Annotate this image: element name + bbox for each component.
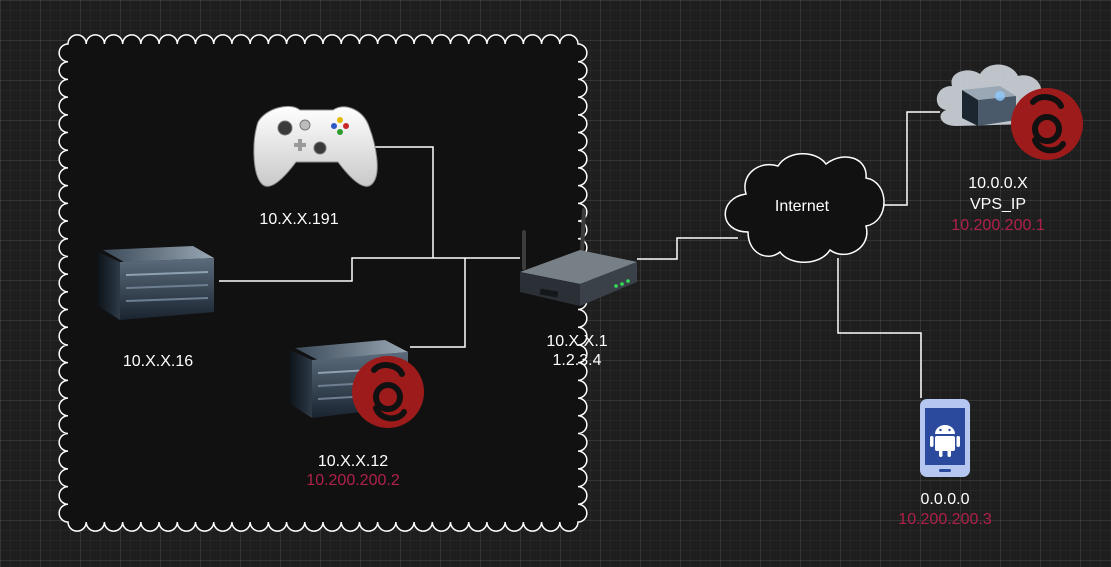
vps-vpn-ip-label: 10.200.200.1 [951,217,1045,234]
game-controller-icon [253,106,378,187]
android-phone-icon [920,399,970,477]
router-lan-ip-label: 10.X.X.1 [546,333,608,350]
vps-ip-label: 10.0.0.X [968,175,1028,192]
vps-public-ip-label: VPS_IP [969,196,1027,213]
xbox-ip-label: 10.X.X.191 [259,211,339,228]
internet-label: Internet [774,198,830,215]
server-icon [98,246,214,320]
server16-link [219,257,520,282]
wireguard-icon [352,356,424,428]
phone-ip-label: 0.0.0.0 [920,491,970,508]
connections [219,111,940,398]
server16-ip-label: 10.X.X.16 [122,353,194,370]
internet-phone-link [837,258,922,398]
server12-link [410,258,466,348]
wireguard-icon [1011,88,1083,160]
server12-vpn-ip-label: 10.200.200.2 [306,472,400,489]
router-icon [520,208,637,306]
router-internet-link [637,237,738,260]
lan-boundary [58,34,588,532]
internet-vps-link [875,111,940,206]
xbox-link [349,146,434,258]
router-wan-ip-label: 1.2.3.4 [552,352,602,369]
phone-vpn-ip-label: 10.200.200.3 [898,511,992,528]
server12-ip-label: 10.X.X.12 [317,453,389,470]
internet-cloud-icon [724,153,885,263]
